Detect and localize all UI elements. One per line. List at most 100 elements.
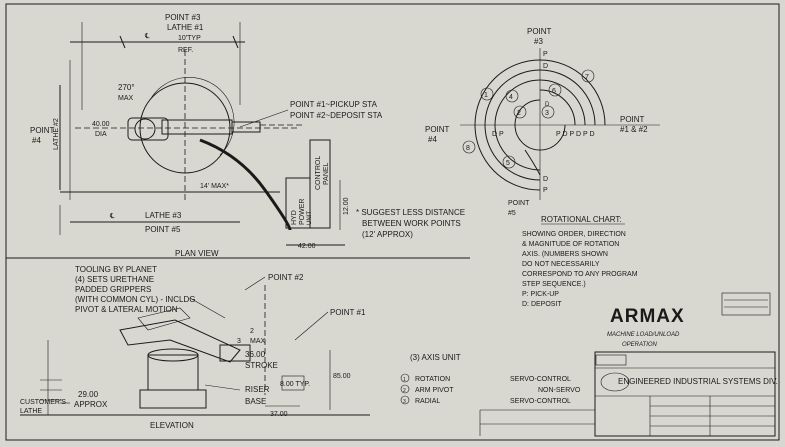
- marker-6-label: 6: [552, 88, 556, 95]
- hyd-label-3: UNIT: [307, 211, 313, 225]
- chart-point12-label: POINT: [620, 115, 645, 124]
- plan-view: LATHE #2 POINT #4 270° MAX 40.00 DIA POI…: [30, 50, 465, 258]
- dim-800: 8.00 TYP.: [280, 381, 310, 388]
- angle-label: 270°: [118, 83, 135, 92]
- tooling-5: PIVOT & LATERAL MOTION: [75, 305, 178, 314]
- marker-8-label: 8: [466, 145, 470, 152]
- svg-text:℄: ℄: [109, 213, 115, 220]
- marker-4: [505, 89, 519, 103]
- control-label-2: PANEL: [323, 162, 330, 185]
- top-dimension: POINT #3 LATHE #1 10'TYP REF. ℄: [70, 13, 245, 110]
- axis-row3-num: 3: [403, 399, 406, 405]
- axis-row2-num: 2: [403, 388, 406, 394]
- plan-view-title: PLAN VIEW: [175, 249, 219, 258]
- chart-desc-1: SHOWING ORDER, DIRECTION: [522, 231, 626, 238]
- axis-row1-num: 1: [403, 377, 406, 383]
- title-block: ARMAX MACHINE LOAD/UNLOAD OPERATION ENGI…: [479, 292, 778, 437]
- marker-4-label: 4: [509, 94, 513, 101]
- marker-6: [548, 83, 562, 97]
- chart-desc-3: AXIS. (NUMBERS SHOWN: [522, 251, 608, 258]
- chart-desc-6: STEP SEQUENCE.): [522, 281, 586, 288]
- armax-logo: ARMAX: [610, 306, 685, 327]
- p-top: P: [543, 51, 548, 58]
- chart-point3-label: POINT: [527, 27, 552, 36]
- axis-row2-type: NON-SERVO: [538, 387, 581, 394]
- lathe3-label: LATHE #3: [145, 211, 182, 220]
- marker-2: [513, 105, 527, 119]
- hyd-label-2: POWER: [299, 199, 306, 225]
- marker-7-label: 7: [585, 74, 589, 81]
- chart-desc-7: P: PICK-UP: [522, 291, 559, 298]
- axis-unit-table: (3) AXIS UNIT 1 ROTATION SERVO-CONTROL 2…: [400, 353, 581, 405]
- lathe2-label: LATHE #2: [53, 118, 60, 150]
- customer-2: LATHE: [20, 408, 42, 415]
- elev-max: MAX: [250, 338, 266, 345]
- lathe1-label: LATHE #1: [167, 23, 204, 32]
- point4-num: #4: [32, 136, 41, 145]
- chart-point5-num: #5: [508, 210, 516, 217]
- dim-3600: 36.00: [245, 350, 266, 359]
- chart-desc-4: DO NOT NECESSARILY: [522, 261, 600, 268]
- dim-8500: 85.00: [333, 373, 351, 380]
- hydraulic-hose: [199, 138, 292, 231]
- p-bot: P: [543, 187, 548, 194]
- chart-point4-label: POINT: [425, 125, 450, 134]
- brand-subtitle-1: MACHINE LOAD/UNLOAD: [607, 332, 680, 338]
- elevation-title: ELEVATION: [150, 421, 194, 430]
- marker-5: [502, 155, 516, 169]
- angle-max: MAX: [118, 95, 134, 102]
- elev-point2: POINT #2: [268, 273, 304, 282]
- marker-7: [581, 69, 595, 83]
- chart-point5-label: POINT: [508, 200, 530, 207]
- riser-2: BASE: [245, 397, 266, 406]
- rotation-circle: [139, 82, 231, 174]
- marker-1: [480, 87, 494, 101]
- pickup-note: POINT #1~PICKUP STA: [290, 100, 378, 109]
- dia-label: DIA: [95, 131, 107, 138]
- marker-8: [462, 140, 476, 154]
- dim-typ: 10'TYP: [178, 35, 201, 42]
- hyd-label-1: HYD: [291, 210, 298, 225]
- note-2: BETWEEN WORK POINTS: [362, 219, 461, 228]
- tooling-1: TOOLING BY PLANET: [75, 265, 157, 274]
- company-name: ENGINEERED INDUSTRIAL SYSTEMS DIV.: [618, 377, 778, 386]
- drawing-border: [5, 3, 780, 441]
- control-label-1: CONTROL: [315, 156, 322, 190]
- note-1: * SUGGEST LESS DISTANCE: [356, 208, 465, 217]
- chart-point12-num: #1 & #2: [620, 125, 648, 134]
- pd-row: P D P D P D: [556, 131, 595, 138]
- brand-subtitle-2: OPERATION: [622, 342, 658, 348]
- marker-3-label: 3: [545, 110, 549, 117]
- control-panel: [309, 139, 331, 229]
- tooling-4: (WITH COMMON CYL) - INCLDG: [75, 295, 195, 304]
- axis-row3-type: SERVO-CONTROL: [510, 398, 571, 405]
- note-3: (12' APPROX): [362, 230, 413, 239]
- marker-2-label: 2: [517, 110, 521, 117]
- chart-point4-num: #4: [428, 135, 437, 144]
- axis-row2-name: ARM PIVOT: [415, 387, 454, 394]
- dim-1200: 12.00: [343, 197, 350, 215]
- axis-row3-name: RADIAL: [415, 398, 440, 405]
- d-top: D: [543, 63, 548, 70]
- axis-title: (3) AXIS UNIT: [410, 353, 461, 362]
- deposit-note: POINT #2~DEPOSIT STA: [290, 111, 383, 120]
- rotational-chart: POINT #3 7 1 4 2 3 5 6 8 P D D P D P D P…: [425, 27, 660, 308]
- chart-desc-8: D: DEPOSIT: [522, 301, 562, 308]
- dim-4200: 42.00: [298, 243, 316, 250]
- dim-ref: REF.: [178, 47, 193, 54]
- point3-label: POINT #3: [165, 13, 201, 22]
- tooling-3: PADDED GRIPPERS: [75, 285, 151, 294]
- dim-2900: 29.00: [78, 390, 99, 399]
- point5-label: POINT #5: [145, 225, 181, 234]
- marker-1-label: 1: [484, 92, 488, 99]
- tooling-2: (4) SETS URETHANE: [75, 275, 154, 284]
- chart-desc-5: CORRESPOND TO ANY PROGRAM: [522, 271, 638, 278]
- chart-title: ROTATIONAL CHART:: [541, 215, 622, 224]
- dim-3: 3: [237, 338, 241, 345]
- robot-base: [127, 117, 169, 141]
- elevation-view: TOOLING BY PLANET (4) SETS URETHANE PADD…: [20, 265, 370, 430]
- customer-1: CUSTOMER'S: [20, 399, 66, 406]
- riser-1: RISER: [245, 385, 270, 394]
